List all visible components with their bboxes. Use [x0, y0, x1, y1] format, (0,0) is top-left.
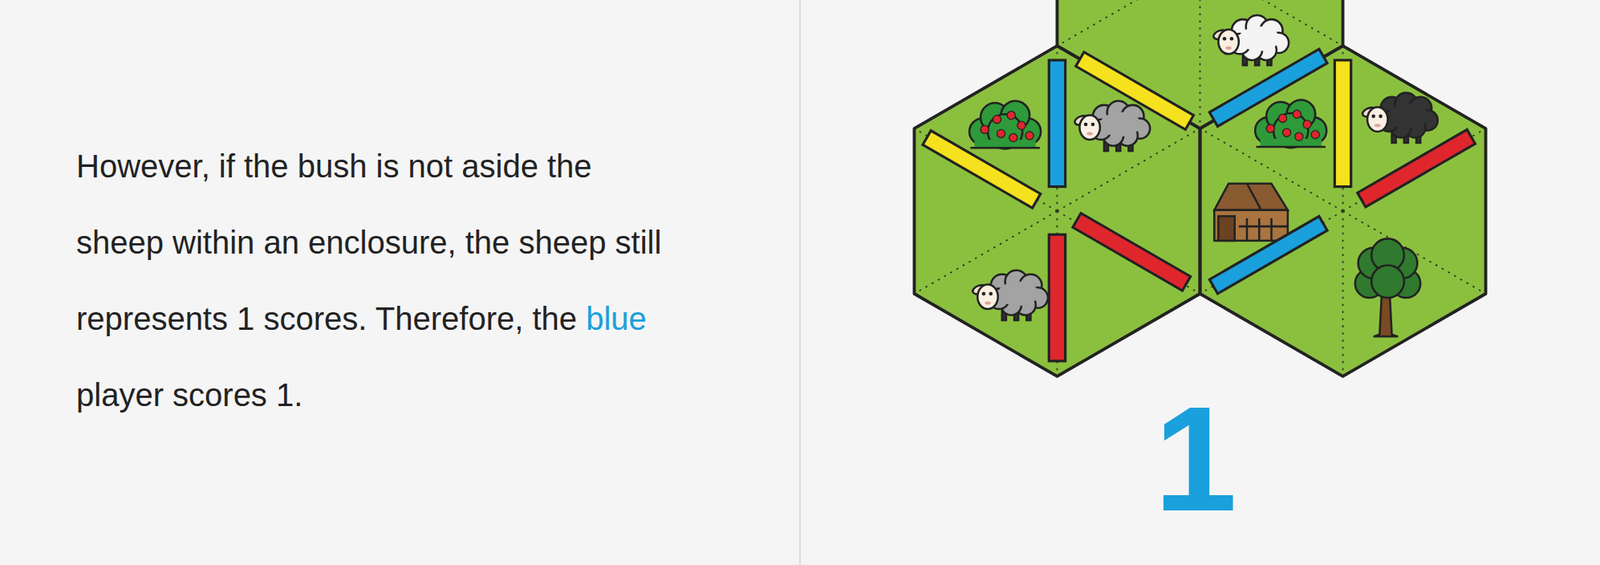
barn-icon	[1214, 183, 1288, 241]
fence-bars	[922, 48, 1475, 362]
player-color-word: blue	[585, 300, 647, 337]
hex-tiles	[913, 0, 1486, 377]
sheep-icon	[971, 15, 1438, 321]
rule-text: However, if the bush is not aside the sh…	[76, 148, 662, 337]
score-number: 1	[1115, 384, 1276, 534]
panel-divider	[799, 0, 800, 565]
hex-outlines	[913, 0, 1486, 377]
rule-text: However, if the bush is not aside the sh…	[76, 128, 677, 434]
triangle-grid	[913, 0, 1486, 377]
rule-text: player scores 1.	[76, 377, 303, 413]
tree-icon	[1355, 238, 1421, 337]
